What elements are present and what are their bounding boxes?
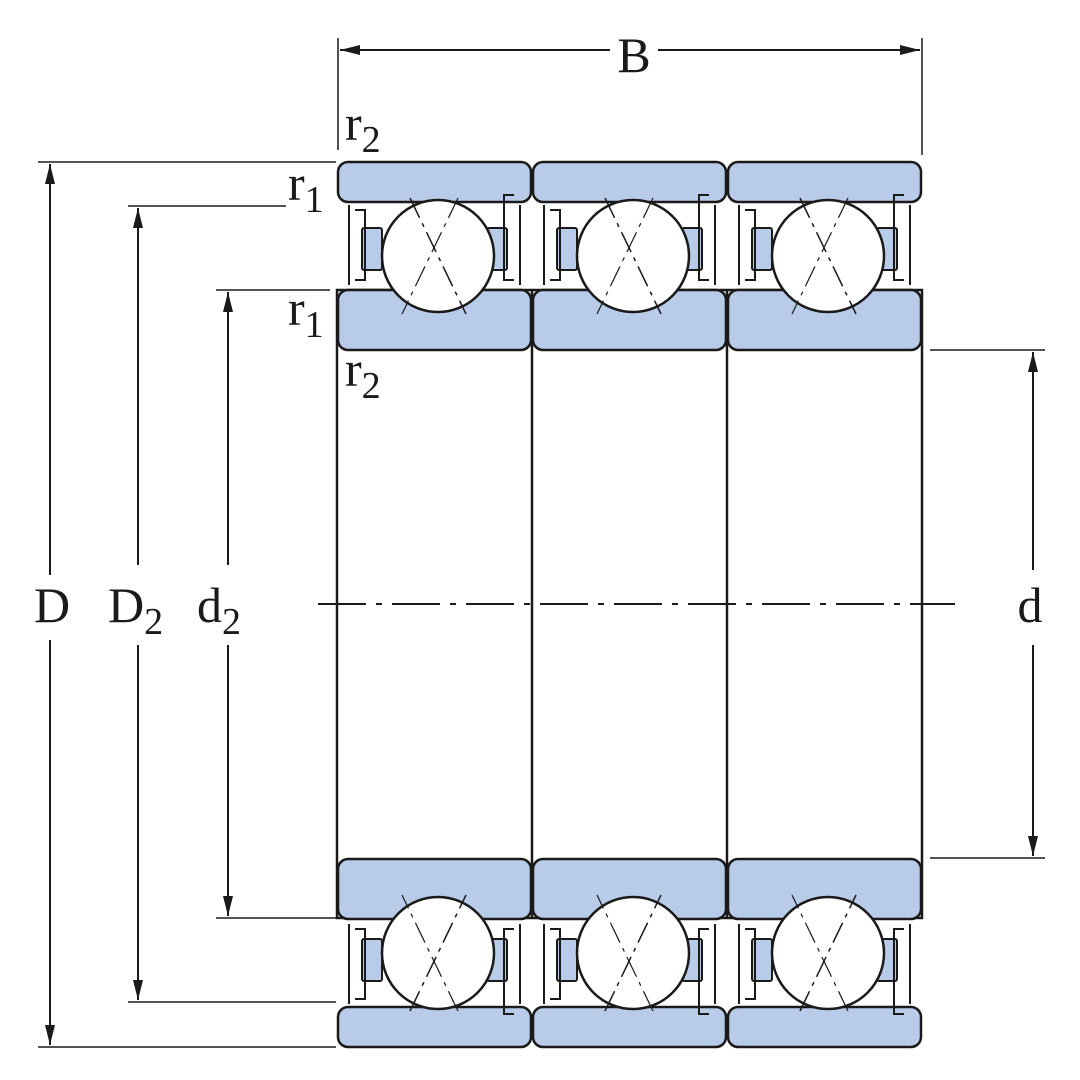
seal-left — [348, 924, 366, 1004]
contact-angle-line-secondary — [401, 894, 459, 1012]
label-r1-middle: r1 — [288, 280, 324, 346]
ball — [380, 895, 496, 1011]
ball — [575, 895, 691, 1011]
outer-ring — [336, 160, 533, 204]
seal-left — [543, 924, 561, 1004]
ball — [575, 198, 691, 314]
ball — [380, 198, 496, 314]
label-d2: d2 — [197, 577, 241, 643]
label-r1-top: r1 — [288, 155, 324, 221]
dimension-lines — [45, 45, 1038, 1045]
contact-angle-line-secondary — [791, 894, 849, 1012]
contact-angle-line — [409, 894, 467, 1012]
contact-angle-line-secondary — [596, 197, 654, 315]
seal-right — [698, 194, 716, 285]
outer-ring — [531, 160, 728, 204]
contact-angle-line — [409, 197, 467, 315]
seal-left — [348, 205, 366, 285]
bottom-section-2 — [531, 857, 728, 1049]
contact-angle-line — [799, 894, 857, 1012]
label-d: d — [1018, 577, 1043, 633]
contact-angle-line — [604, 197, 662, 315]
extension-lines — [38, 38, 1045, 1048]
outer-ring — [726, 160, 923, 204]
label-r2-top: r2 — [345, 95, 381, 161]
contact-angle-line — [799, 197, 857, 315]
top-section-2 — [531, 160, 728, 352]
ball — [770, 198, 886, 314]
outer-ring — [726, 1005, 923, 1049]
seal-right — [503, 924, 521, 1015]
seal-left — [543, 205, 561, 285]
contact-angle-line-secondary — [596, 894, 654, 1012]
ball — [770, 895, 886, 1011]
top-section-3 — [726, 160, 923, 352]
bearing-units — [336, 160, 923, 1049]
seal-right — [893, 924, 911, 1015]
bottom-section-1 — [336, 857, 533, 1049]
seal-left — [738, 205, 756, 285]
seal-right — [698, 924, 716, 1015]
outer-ring — [531, 1005, 728, 1049]
top-section-1 — [336, 160, 533, 352]
bottom-section-3 — [726, 857, 923, 1049]
label-r2-middle: r2 — [345, 341, 381, 407]
seal-right — [893, 194, 911, 285]
contact-angle-line-secondary — [401, 197, 459, 315]
contact-angle-line — [604, 894, 662, 1012]
label-B: B — [617, 27, 650, 83]
label-D: D — [34, 577, 70, 633]
seal-left — [738, 924, 756, 1004]
contact-angle-line-secondary — [791, 197, 849, 315]
seal-right — [503, 194, 521, 285]
label-D2: D2 — [108, 577, 163, 643]
outer-ring — [336, 1005, 533, 1049]
